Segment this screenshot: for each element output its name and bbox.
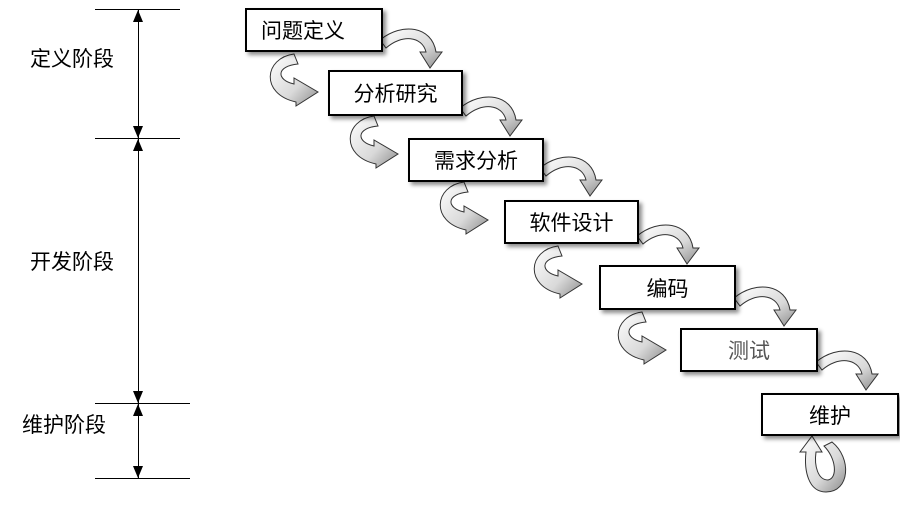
timeline-rule-2 bbox=[95, 403, 190, 404]
feedback-arrow-3-up bbox=[349, 115, 399, 169]
maintenance-span-arrow-down bbox=[133, 466, 143, 478]
definition-span-line bbox=[138, 10, 139, 138]
phase-label-maintenance: 维护 bbox=[809, 403, 851, 428]
definition-span-arrow-down bbox=[133, 126, 143, 138]
phase-label-software-design: 软件设计 bbox=[529, 211, 614, 235]
timeline-top-rule bbox=[95, 9, 180, 10]
flow-arrow-1-down bbox=[379, 28, 443, 69]
development-span-arrow-up bbox=[133, 139, 143, 151]
phase-box-requirements-analysis: 需求分析 bbox=[408, 138, 544, 182]
flow-arrow-6-down bbox=[815, 350, 879, 391]
feedback-arrow-5-up bbox=[533, 245, 583, 299]
phase-box-testing: 测试 bbox=[680, 328, 818, 372]
phase-box-maintenance: 维护 bbox=[761, 393, 899, 436]
flow-arrow-3-down bbox=[539, 156, 603, 197]
phase-label-analysis-research: 分析研究 bbox=[353, 82, 438, 106]
phase-label-testing: 测试 bbox=[728, 339, 770, 363]
phase-box-software-design: 软件设计 bbox=[504, 200, 639, 244]
flow-arrow-2-down bbox=[459, 96, 523, 137]
stage-label-maintenance: 维护阶段 bbox=[22, 413, 106, 437]
timeline-bottom-rule bbox=[95, 478, 190, 479]
phase-label-coding: 编码 bbox=[646, 276, 689, 301]
flow-arrow-4-down bbox=[636, 224, 700, 265]
phase-box-coding: 编码 bbox=[599, 265, 736, 310]
flow-arrow-5-down bbox=[733, 286, 797, 327]
feedback-arrow-6-up bbox=[617, 311, 667, 365]
development-span-line bbox=[138, 139, 139, 403]
phase-box-problem-definition: 问题定义 bbox=[245, 8, 383, 52]
phase-label-problem-definition: 问题定义 bbox=[261, 19, 345, 43]
maintenance-span-line bbox=[138, 404, 139, 478]
feedback-arrow-2-up bbox=[269, 53, 319, 107]
timeline-rule-1 bbox=[95, 138, 180, 139]
feedback-arrow-4-up bbox=[439, 181, 489, 235]
development-span-arrow-down bbox=[133, 391, 143, 403]
definition-span-arrow-up bbox=[133, 10, 143, 22]
stage-label-development: 开发阶段 bbox=[30, 250, 114, 274]
maintenance-span-arrow-up bbox=[133, 404, 143, 416]
maintenance-loop-arrow bbox=[799, 435, 846, 493]
phase-label-requirements-analysis: 需求分析 bbox=[434, 149, 518, 173]
stage-label-definition: 定义阶段 bbox=[30, 47, 114, 71]
phase-box-analysis-research: 分析研究 bbox=[328, 70, 463, 116]
